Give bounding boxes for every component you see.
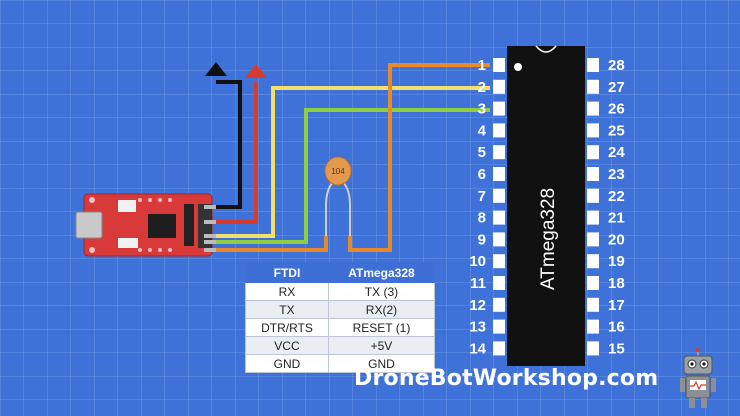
pin-number-left: 5 <box>478 144 486 161</box>
pin-number-left: 6 <box>478 166 486 183</box>
table-row: VCC +5V <box>245 336 436 355</box>
chip-label: ATmega328 <box>538 188 559 290</box>
pin-number-right: 20 <box>608 231 625 248</box>
pin-number-left: 3 <box>478 101 486 118</box>
capacitor-label: 104 <box>331 167 345 176</box>
pin-mapping-table: FTDI ATmega328 RX TX (3) TX RX(2) DTR/RT… <box>245 262 436 373</box>
chip-pin-left-3 <box>493 101 505 116</box>
table-cell: GND <box>245 354 329 373</box>
pin-number-right: 24 <box>608 144 625 161</box>
chip-pin-right-19 <box>587 254 599 269</box>
robot-icon <box>680 348 716 408</box>
pin-number-right: 15 <box>608 340 625 357</box>
chip-pin-left-10 <box>493 254 505 269</box>
chip-body <box>507 46 585 366</box>
chip-pin-right-22 <box>587 188 599 203</box>
arrow-up-icon <box>245 64 267 78</box>
chip-pin-right-27 <box>587 79 599 94</box>
usb-board-icon <box>75 193 216 257</box>
pin-number-left: 8 <box>478 210 486 227</box>
table-row: RX TX (3) <box>245 282 436 301</box>
chip-pin-left-11 <box>493 276 505 290</box>
pin-number-right: 28 <box>608 57 625 74</box>
pin-number-left: 11 <box>470 275 486 292</box>
wires <box>215 63 490 252</box>
chip-pin-right-20 <box>587 232 599 247</box>
arrow-up-icon <box>205 62 227 76</box>
pin-number-right: 27 <box>608 79 625 96</box>
chip-pin-left-8 <box>493 210 505 225</box>
capacitor: 104 <box>324 156 352 236</box>
chip-pin-left-12 <box>493 297 505 312</box>
chip-pin-right-28 <box>587 58 599 72</box>
pin-number-right: 25 <box>608 122 625 139</box>
table-header-row: FTDI ATmega328 <box>245 262 436 283</box>
table-row: TX RX(2) <box>245 300 436 319</box>
watermark: DroneBotWorkshop.com <box>354 366 659 391</box>
pin-number-right: 22 <box>608 188 625 205</box>
table-cell: DTR/RTS <box>245 318 329 337</box>
pin-number-right: 18 <box>608 275 625 292</box>
wire-tx-to-pin <box>348 63 490 252</box>
chip-pin-right-26 <box>587 101 599 116</box>
capacitor-body <box>324 156 352 186</box>
chip-pin-right-25 <box>587 123 599 138</box>
table-row: DTR/RTS RESET (1) <box>245 318 436 337</box>
chip-pin-left-7 <box>493 188 505 203</box>
table-row: GND GND <box>245 354 436 373</box>
table-cell: TX <box>245 300 329 319</box>
table-header: FTDI <box>245 262 329 283</box>
wire-rx <box>215 86 490 238</box>
chip-pin-left-5 <box>493 145 505 160</box>
table-cell: VCC <box>245 336 329 355</box>
pin-number-left: 14 <box>469 340 486 357</box>
pin-number-right: 16 <box>608 319 625 336</box>
pin-number-right: 17 <box>608 297 625 314</box>
table-cell: +5V <box>327 336 436 355</box>
wire-vcc <box>215 82 258 224</box>
chip-pin-right-17 <box>587 297 599 312</box>
wire-tx <box>215 236 328 252</box>
chip-pin-left-4 <box>493 123 505 138</box>
pin-number-left: 7 <box>478 188 486 205</box>
table-cell: RX <box>245 282 329 301</box>
atmega-chip: ATmega328 <box>507 45 585 366</box>
chip-pin-right-24 <box>587 145 599 160</box>
table-cell: TX (3) <box>327 282 436 301</box>
chip-pin-right-21 <box>587 210 599 225</box>
pin-number-right: 26 <box>608 101 625 118</box>
chip-pin-right-23 <box>587 167 599 181</box>
pin-number-left: 2 <box>478 79 486 96</box>
chip-pin-left-9 <box>493 232 505 247</box>
pin-number-left: 13 <box>469 319 486 336</box>
pin-number-left: 1 <box>478 57 486 74</box>
chip-pin-left-6 <box>493 167 505 181</box>
pin-number-left: 4 <box>478 122 487 139</box>
chip-pin-right-18 <box>587 276 599 290</box>
table-cell: RX(2) <box>327 300 436 319</box>
table-cell: GND <box>327 354 436 373</box>
pin-number-right: 19 <box>608 253 625 270</box>
table-header: ATmega328 <box>327 262 436 283</box>
chip-pin-left-13 <box>493 319 505 334</box>
chip-pins: 1234567891011121314282726252423222120191… <box>469 57 625 357</box>
wire-dtr <box>215 108 490 244</box>
pin-number-left: 9 <box>478 231 486 248</box>
pin-number-left: 12 <box>469 297 486 314</box>
chip-pin-left-14 <box>493 341 505 356</box>
chip-pin-right-15 <box>587 341 599 356</box>
chip-pin-left-2 <box>493 79 505 94</box>
pin-number-left: 10 <box>469 253 486 270</box>
table-cell: RESET (1) <box>327 318 436 337</box>
pin-number-right: 21 <box>608 210 625 227</box>
pin-number-right: 23 <box>608 166 625 183</box>
wire-gnd <box>215 80 242 209</box>
chip-pin-left-1 <box>493 58 505 72</box>
chip-pin-right-16 <box>587 319 599 334</box>
